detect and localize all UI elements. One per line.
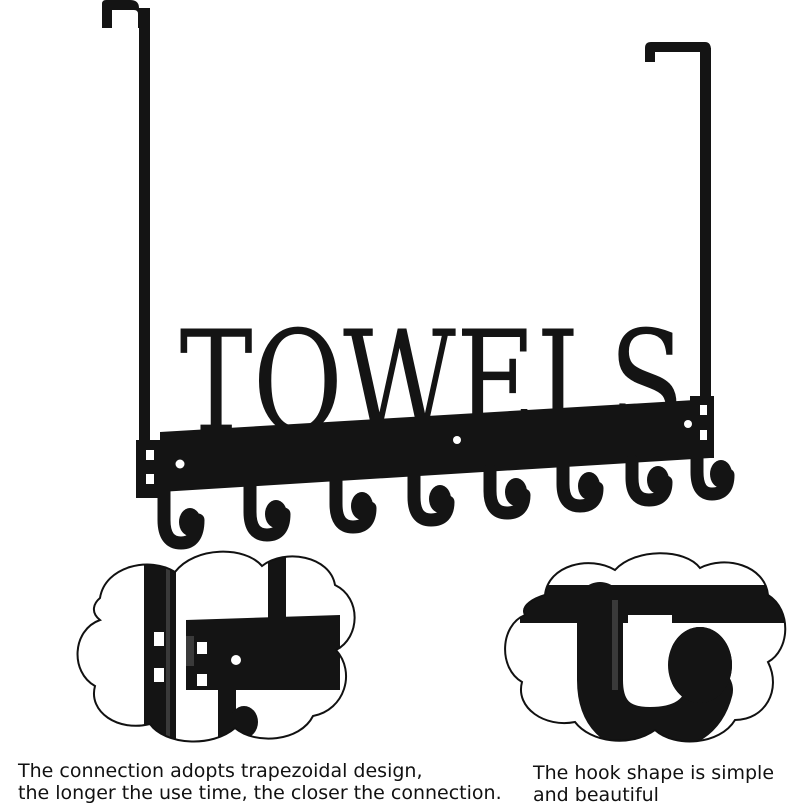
connection-caption: The connection adopts trapezoidal design…	[18, 760, 502, 804]
right-bracket-arm	[700, 48, 711, 403]
hook-detail-callout	[504, 552, 787, 743]
connection-caption-line1: The connection adopts trapezoidal design…	[18, 760, 423, 782]
hook-bar	[160, 400, 710, 492]
hook-5	[483, 463, 531, 520]
towel-rack: TOWELS	[102, 0, 714, 498]
hook-caption-line1: The hook shape is simple	[533, 762, 775, 784]
right-cloud-outline	[504, 552, 787, 743]
hook-3	[329, 473, 377, 534]
connection-caption-line2: the longer the use time, the closer the …	[18, 782, 502, 804]
bar-holes	[146, 405, 707, 484]
left-bracket-arm	[139, 8, 150, 448]
hook-caption: The hook shape is simple and beautiful	[533, 762, 774, 806]
connection-detail-callout	[76, 550, 356, 743]
hook-4	[407, 468, 455, 527]
left-cloud-outline	[76, 550, 356, 743]
hook-caption-line2: and beautiful	[533, 784, 659, 806]
hook-tips	[179, 460, 732, 536]
